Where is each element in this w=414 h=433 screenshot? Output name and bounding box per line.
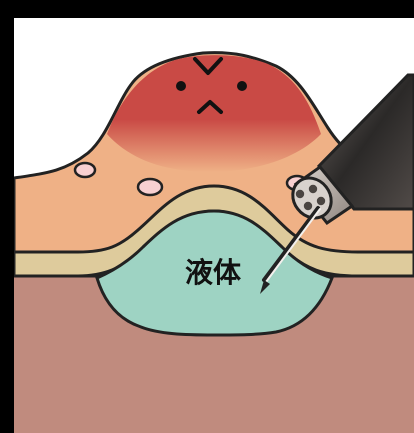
medical-illustration: 液体 xyxy=(14,18,414,433)
channel-4 xyxy=(317,197,325,205)
bubble-middle xyxy=(138,179,162,195)
channel-3 xyxy=(304,202,312,210)
left-eye xyxy=(176,81,186,91)
injection-illustration-svg: 液体 xyxy=(14,18,414,433)
liquid-label: 液体 xyxy=(185,256,242,289)
channel-2 xyxy=(309,185,317,193)
channel-1 xyxy=(296,190,304,198)
bubble-left xyxy=(75,163,95,177)
right-eye xyxy=(237,81,247,91)
